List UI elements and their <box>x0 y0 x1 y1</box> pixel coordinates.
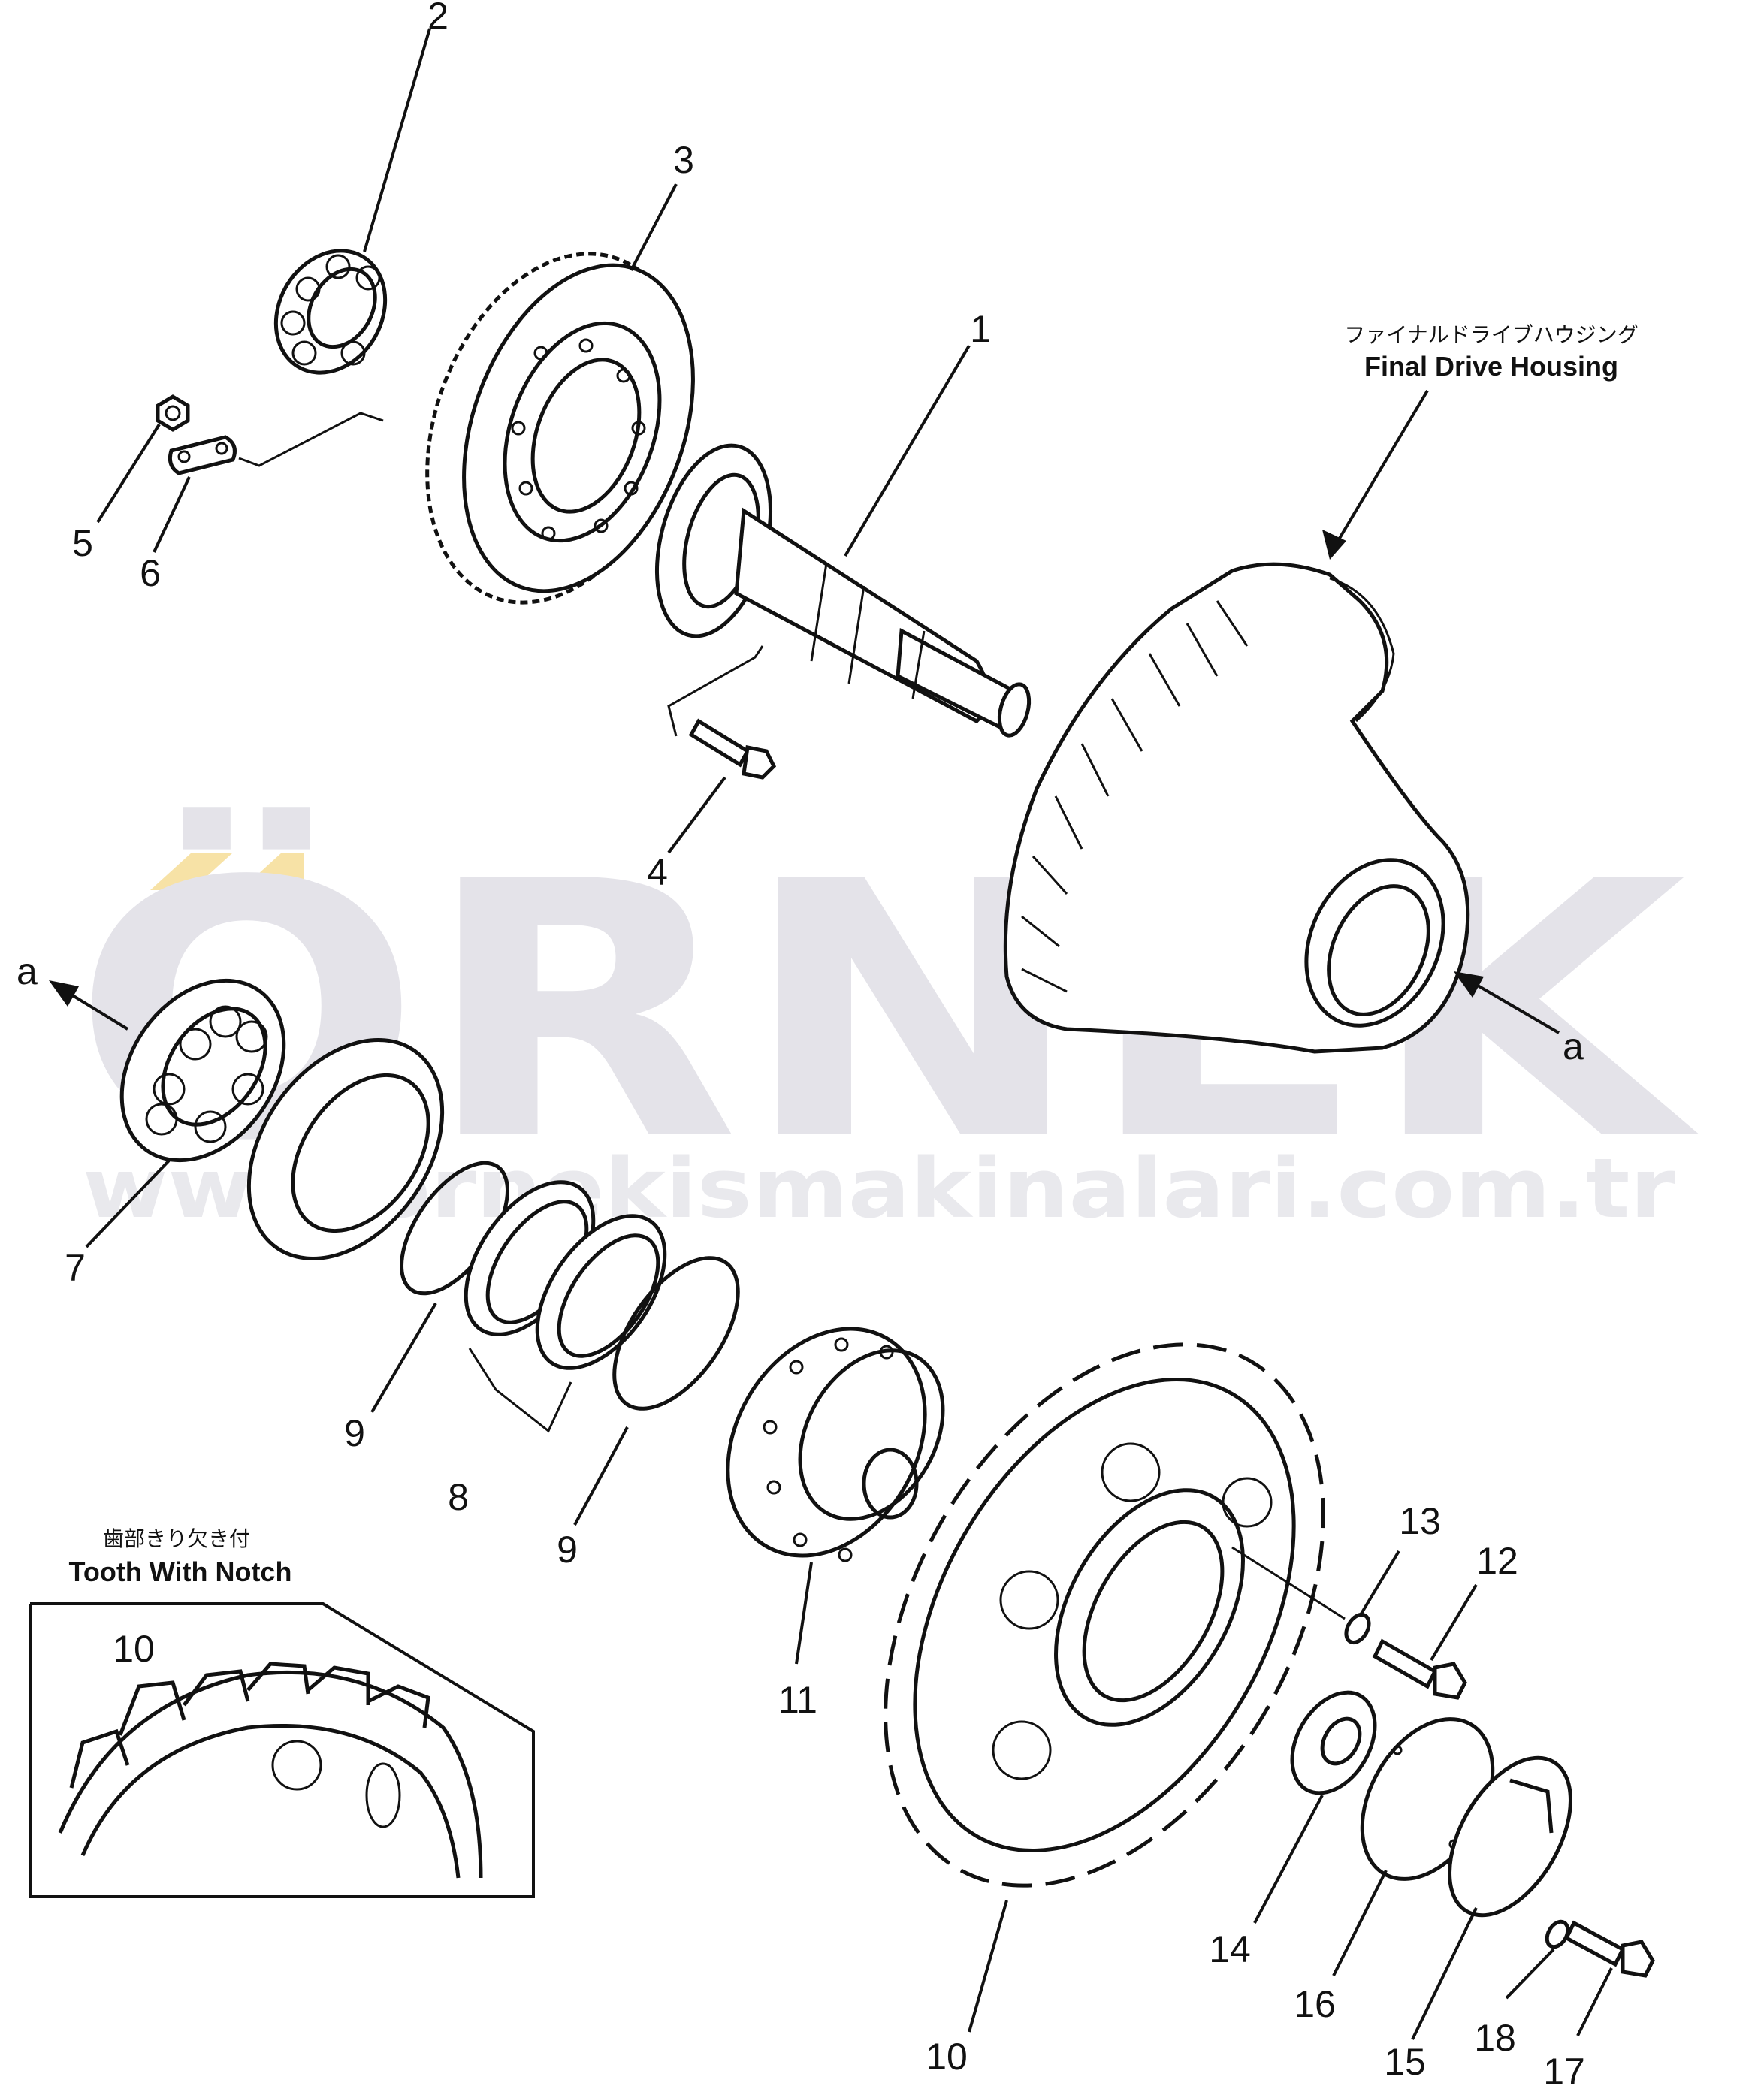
inset-teeth <box>69 1662 430 1789</box>
leader-lines <box>85 28 1613 2040</box>
callout-7: 7 <box>65 1247 86 1289</box>
housing-leader <box>1332 389 1429 550</box>
callout-12: 12 <box>1476 1540 1518 1582</box>
callout-18: 18 <box>1474 2017 1516 2059</box>
callout-13: 13 <box>1399 1500 1441 1542</box>
part-7-bearing <box>119 978 286 1163</box>
callout-10-inset: 10 <box>113 1628 155 1670</box>
callout-9-left: 9 <box>344 1412 365 1454</box>
callout-8: 8 <box>448 1476 469 1518</box>
gear-bolt-holes <box>511 338 646 541</box>
part-3-gear <box>425 252 695 605</box>
part-2-bearing <box>273 249 388 375</box>
callout-numbers: 2 3 1 5 6 4 7 9 8 9 11 10 10 13 12 14 16… <box>65 0 1585 2089</box>
part-15-cover <box>1448 1755 1572 1918</box>
part-17-bolt <box>1563 1920 1655 1978</box>
housing-ribs <box>1021 600 1249 993</box>
callout-17: 17 <box>1543 2051 1585 2089</box>
tooth-caption-jp: 歯部きり欠き付 <box>103 1526 250 1551</box>
callout-15: 15 <box>1384 2041 1426 2083</box>
inset-tooth-notch <box>29 1602 535 1898</box>
watermark-accent-left <box>150 853 233 890</box>
callout-9-right: 9 <box>557 1529 578 1571</box>
housing-caption-jp: ファイナルドライブハウジング <box>1344 322 1638 347</box>
callout-10: 10 <box>926 2036 968 2078</box>
callout-16: 16 <box>1294 1983 1336 2025</box>
part-5-nut <box>156 394 190 432</box>
part-9-o-ring-right <box>612 1256 740 1411</box>
part-11-hub <box>726 1327 945 1562</box>
callout-1: 1 <box>970 308 991 350</box>
part-7-cage <box>246 1038 445 1260</box>
callout-11: 11 <box>778 1679 817 1721</box>
final-drive-housing <box>1003 562 1470 1054</box>
tooth-caption-en: Tooth With Notch <box>69 1556 292 1587</box>
callout-3: 3 <box>673 139 694 181</box>
housing-caption-en: Final Drive Housing <box>1364 351 1618 382</box>
part-12-bolt <box>1372 1638 1467 1700</box>
part-4-bolt <box>688 718 777 780</box>
part-8-seal-right <box>535 1214 667 1370</box>
part-13-washer <box>1344 1613 1371 1644</box>
housing-arrowhead <box>1322 530 1346 560</box>
arrow-a-left-head <box>49 980 79 1007</box>
callout-2: 2 <box>427 0 449 37</box>
callout-5: 5 <box>72 522 93 564</box>
part-14-bearing-cone <box>1290 1690 1377 1795</box>
part-10-sprocket <box>884 1342 1325 1888</box>
label-a-right: a <box>1563 1025 1584 1067</box>
callout-4: 4 <box>647 851 668 893</box>
callout-14: 14 <box>1209 1928 1251 1970</box>
arrow-a-left-line <box>62 989 129 1031</box>
watermark-accent-right <box>240 853 304 890</box>
arrow-a-right-head <box>1454 971 1484 998</box>
part-6-lock-plate <box>168 435 237 475</box>
callout-6: 6 <box>140 552 161 594</box>
arrow-a-right-line <box>1467 979 1560 1034</box>
part-1-shaft <box>654 443 1032 738</box>
label-a-left: a <box>17 950 38 992</box>
hub-bolt-holes <box>763 1337 894 1562</box>
